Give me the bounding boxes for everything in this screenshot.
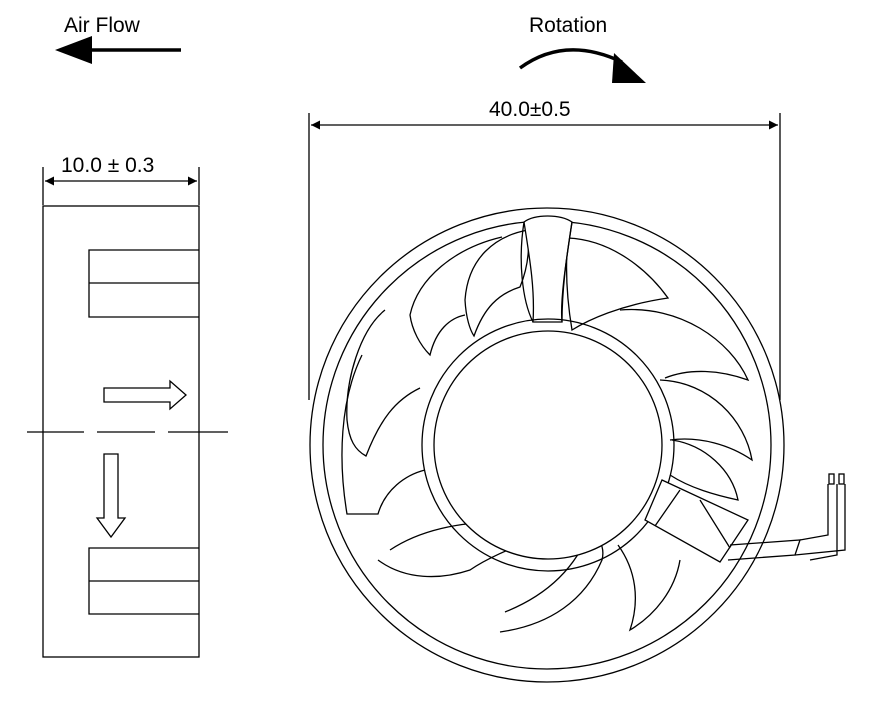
cable-strut — [644, 479, 749, 563]
side-bottom-slot — [88, 547, 199, 615]
side-top-slot — [88, 249, 199, 318]
rotation-direction-arrow — [95, 453, 127, 539]
rotation-label: Rotation — [529, 14, 607, 37]
fan-blade — [659, 379, 753, 462]
fan-strut-top-edges — [520, 221, 573, 323]
fan-blade — [341, 354, 426, 515]
cable-strut-detail — [654, 489, 731, 549]
fan-blade — [464, 229, 530, 338]
wire-lead — [794, 484, 846, 561]
wire-segment — [727, 539, 801, 561]
fan-blade — [346, 309, 421, 457]
fan-outer-frame — [309, 207, 785, 683]
fan-front-view: 40.0±0.5 — [308, 98, 846, 683]
fan-blade — [409, 236, 503, 357]
fan-blade — [619, 308, 750, 382]
fan-side-view: 10.0 ± 0.3 — [27, 154, 228, 658]
depth-dimension-label: 10.0 ± 0.3 — [61, 154, 154, 177]
fan-blade — [565, 237, 670, 332]
air-direction-arrow — [103, 379, 187, 411]
width-dimension: 40.0±0.5 — [308, 98, 781, 400]
fan-blade — [669, 439, 739, 501]
rotation-arrow-arc — [518, 48, 623, 70]
fan-blade — [617, 544, 681, 632]
fan-hub-outer — [421, 318, 675, 572]
air-flow-arrow-head — [55, 36, 92, 64]
wire-terminal — [838, 473, 845, 485]
wire-terminal — [828, 473, 835, 485]
depth-dimension: 10.0 ± 0.3 — [42, 154, 200, 205]
air-flow-label: Air Flow — [64, 14, 141, 37]
rotation-arrow-head — [612, 53, 646, 83]
fan-hub-inner — [433, 330, 663, 560]
air-flow-indicator: Air Flow — [55, 14, 181, 64]
rotation-indicator: Rotation — [518, 14, 646, 83]
fan-wires — [727, 473, 846, 561]
width-dimension-label: 40.0±0.5 — [489, 98, 571, 121]
